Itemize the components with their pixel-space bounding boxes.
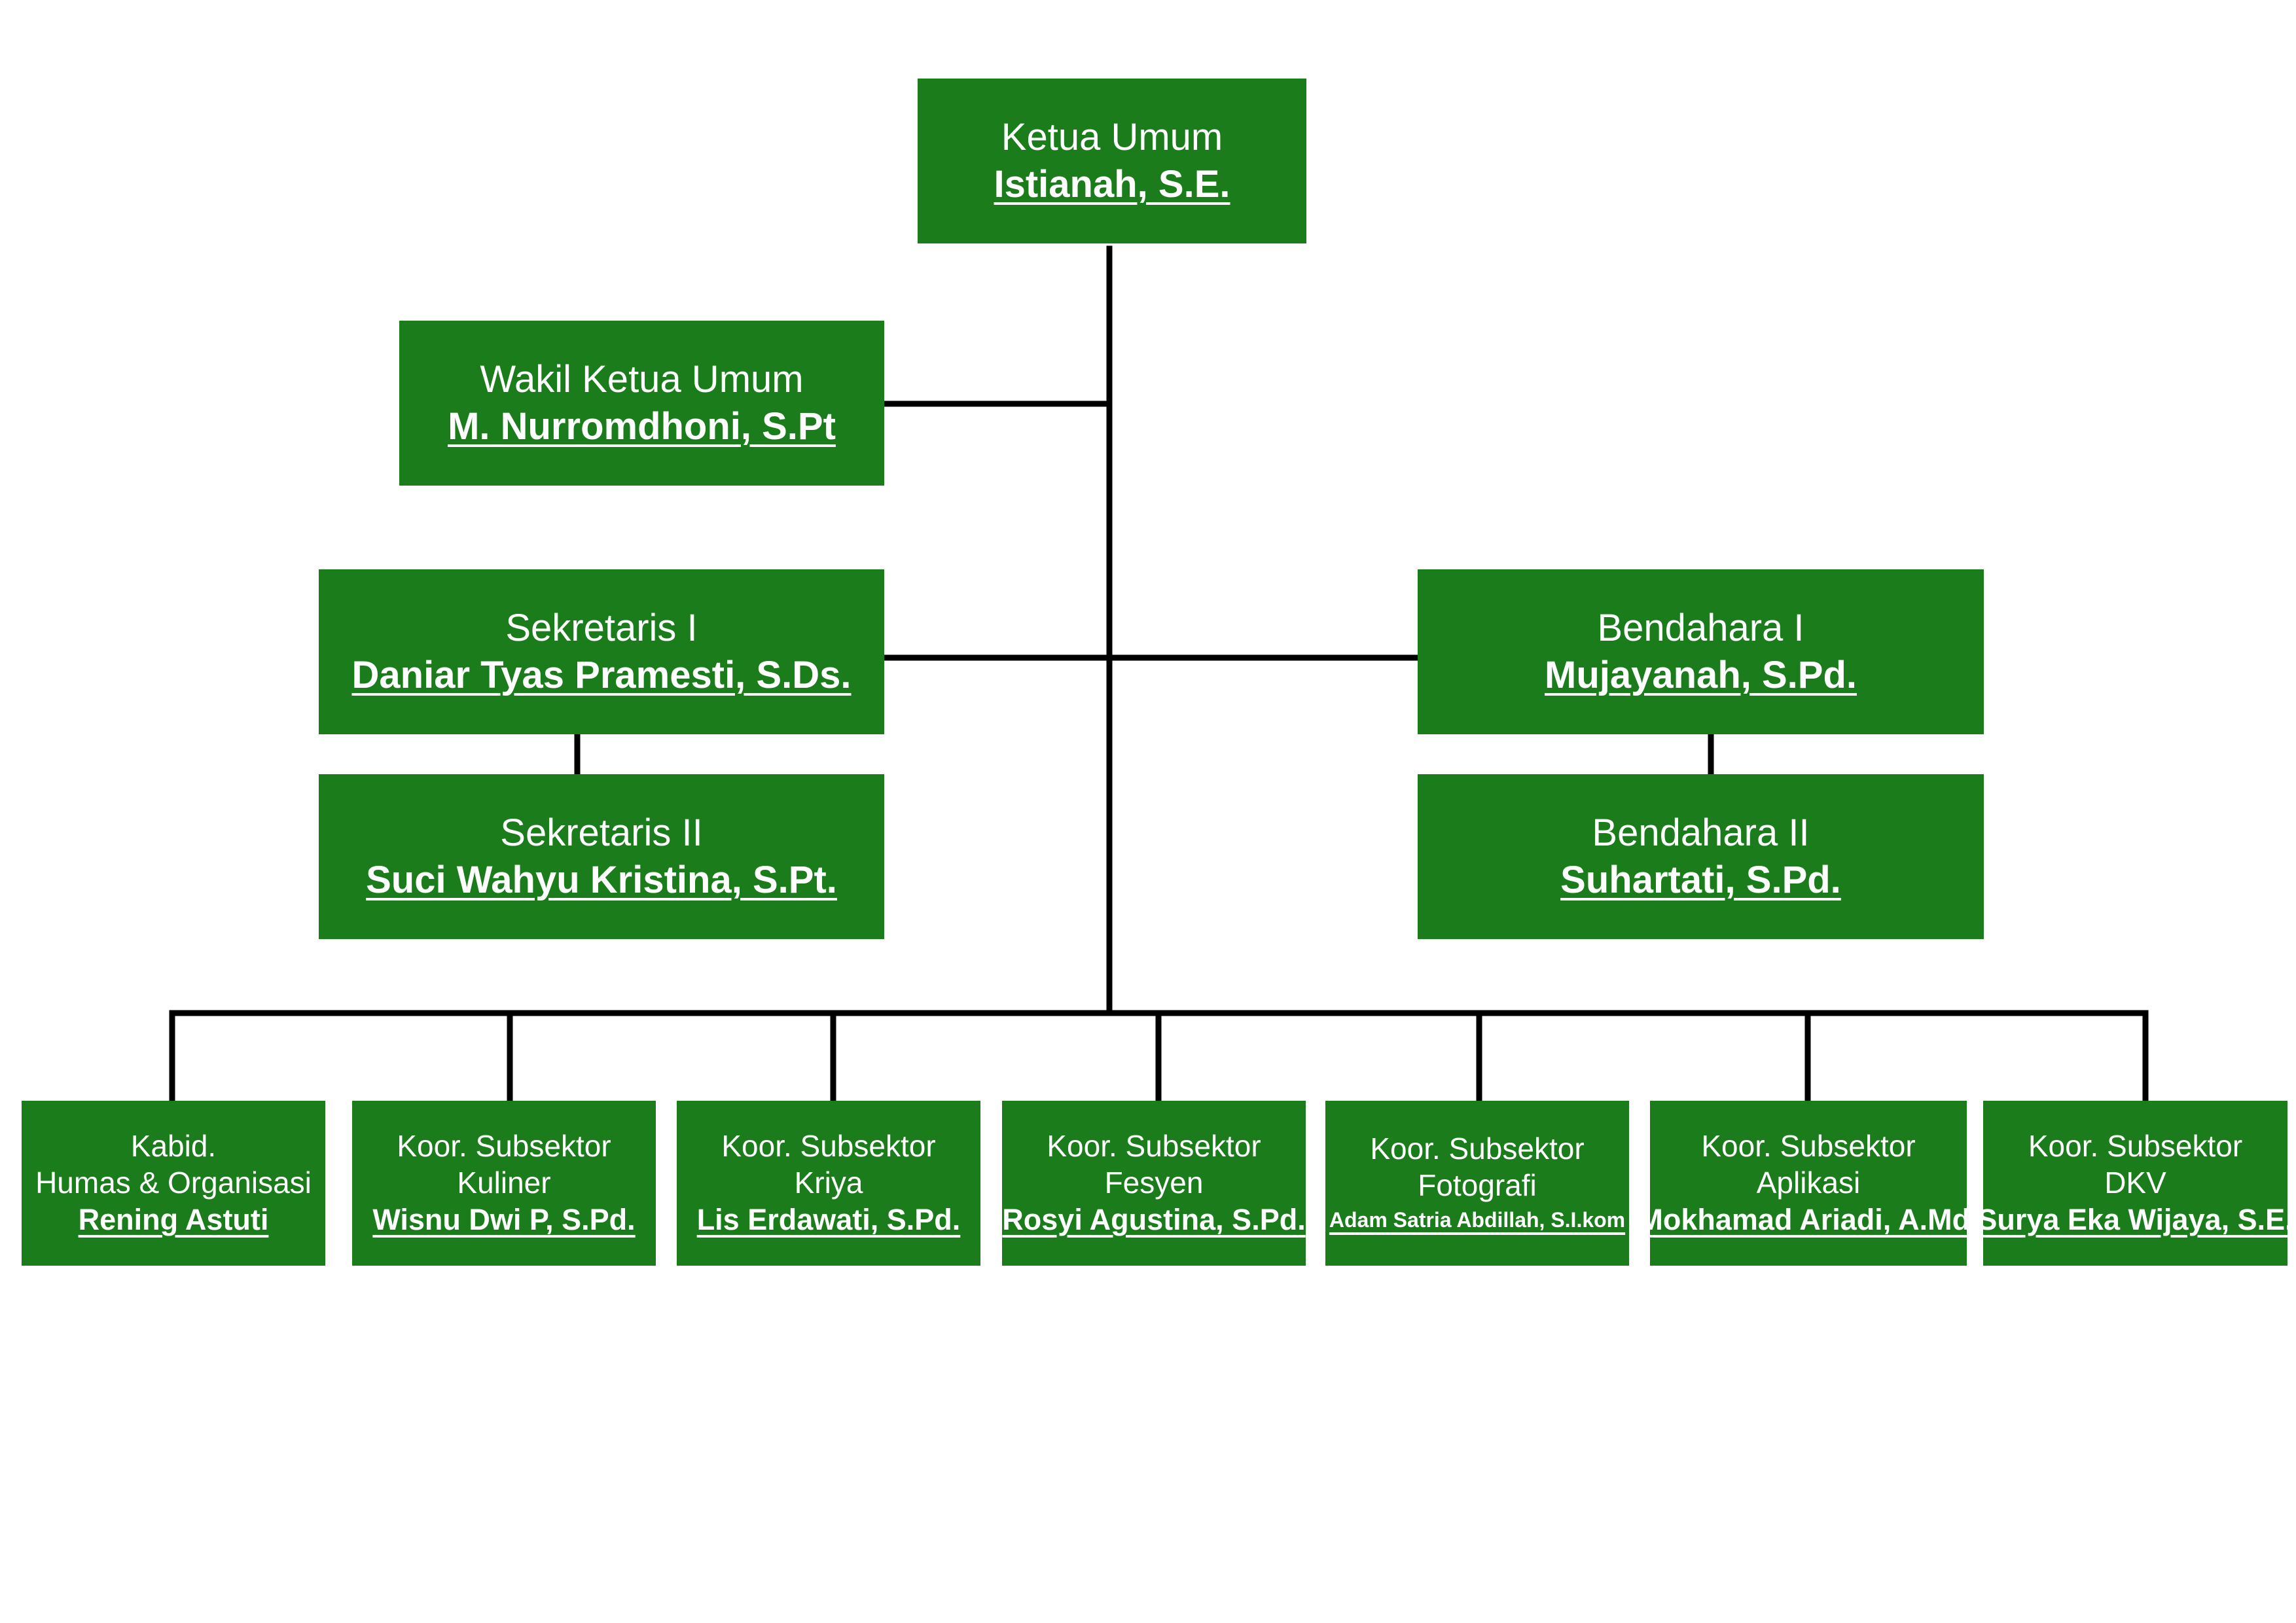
bendahara-1-box: Bendahara I Mujayanah, S.Pd. <box>1418 569 1984 734</box>
sekretaris-1-name: Daniar Tyas Pramesti, S.Ds. <box>351 654 852 696</box>
bendahara-2-role: Bendahara II <box>1592 812 1810 854</box>
subsector-role-title: Koor. Subsektor <box>397 1129 611 1163</box>
bendahara-2-name: Suhartati, S.Pd. <box>1560 859 1841 901</box>
sekretaris-2-role: Sekretaris II <box>500 812 703 854</box>
ketua-umum-role: Ketua Umum <box>1001 116 1223 158</box>
subsector-role-title: Koor. Subsektor <box>1370 1132 1585 1166</box>
subsector-box-dkv: Koor. Subsektor DKV Surya Eka Wijaya, S.… <box>1977 1101 2293 1266</box>
subsector-box-kriya: Koor. Subsektor Kriya Lis Erdawati, S.Pd… <box>677 1101 980 1266</box>
subsector-box-aplikasi: Koor. Subsektor Aplikasi Mokhamad Ariadi… <box>1638 1101 1979 1266</box>
subsector-box-humas: Kabid. Humas & Organisasi Rening Astuti <box>22 1101 325 1266</box>
wakil-ketua-role: Wakil Ketua Umum <box>480 358 804 401</box>
subsector-role-title: Kabid. <box>130 1129 217 1163</box>
sekretaris-2-box: Sekretaris II Suci Wahyu Kristina, S.Pt. <box>319 774 884 939</box>
sekretaris-2-name: Suci Wahyu Kristina, S.Pt. <box>366 859 837 901</box>
subsector-name: Lis Erdawati, S.Pd. <box>696 1203 961 1236</box>
subsector-name: Surya Eka Wijaya, S.E. <box>1977 1203 2293 1236</box>
subsector-role-field: Fesyen <box>1104 1166 1204 1200</box>
sekretaris-1-box: Sekretaris I Daniar Tyas Pramesti, S.Ds. <box>319 569 884 734</box>
bendahara-1-name: Mujayanah, S.Pd. <box>1545 654 1857 696</box>
sekretaris-1-role: Sekretaris I <box>505 607 698 649</box>
subsector-role-title: Koor. Subsektor <box>1047 1129 1261 1163</box>
subsector-box-fotografi: Koor. Subsektor Fotografi Adam Satria Ab… <box>1325 1101 1629 1266</box>
wakil-ketua-name: M. Nurromdhoni, S.Pt <box>448 405 836 448</box>
wakil-ketua-box: Wakil Ketua Umum M. Nurromdhoni, S.Pt <box>399 321 884 486</box>
bendahara-1-role: Bendahara I <box>1597 607 1804 649</box>
subsector-role-title: Koor. Subsektor <box>2028 1129 2243 1163</box>
subsector-role-field: Fotografi <box>1418 1168 1537 1202</box>
subsector-role-title: Koor. Subsektor <box>1701 1129 1916 1163</box>
ketua-umum-name: Istianah, S.E. <box>994 163 1230 205</box>
subsector-role-title: Koor. Subsektor <box>721 1129 936 1163</box>
subsector-role-field: Kriya <box>794 1166 863 1200</box>
bendahara-2-box: Bendahara II Suhartati, S.Pd. <box>1418 774 1984 939</box>
subsector-role-field: Aplikasi <box>1756 1166 1861 1200</box>
subsector-name: Mokhamad Ariadi, A.Md. <box>1638 1203 1979 1236</box>
subsector-box-kuliner: Koor. Subsektor Kuliner Wisnu Dwi P, S.P… <box>352 1101 656 1266</box>
subsector-box-fesyen: Koor. Subsektor Fesyen Rosyi Agustina, S… <box>1002 1101 1306 1266</box>
ketua-umum-box: Ketua Umum Istianah, S.E. <box>918 79 1306 243</box>
subsector-name: Wisnu Dwi P, S.Pd. <box>372 1203 636 1236</box>
subsector-role-field: DKV <box>2104 1166 2166 1200</box>
subsector-name: Adam Satria Abdillah, S.I.kom <box>1329 1208 1626 1232</box>
subsector-name: Rening Astuti <box>78 1203 269 1236</box>
subsector-role-field: Kuliner <box>457 1166 551 1200</box>
subsector-role-field: Humas & Organisasi <box>35 1166 312 1200</box>
subsector-name: Rosyi Agustina, S.Pd. <box>1002 1203 1306 1236</box>
